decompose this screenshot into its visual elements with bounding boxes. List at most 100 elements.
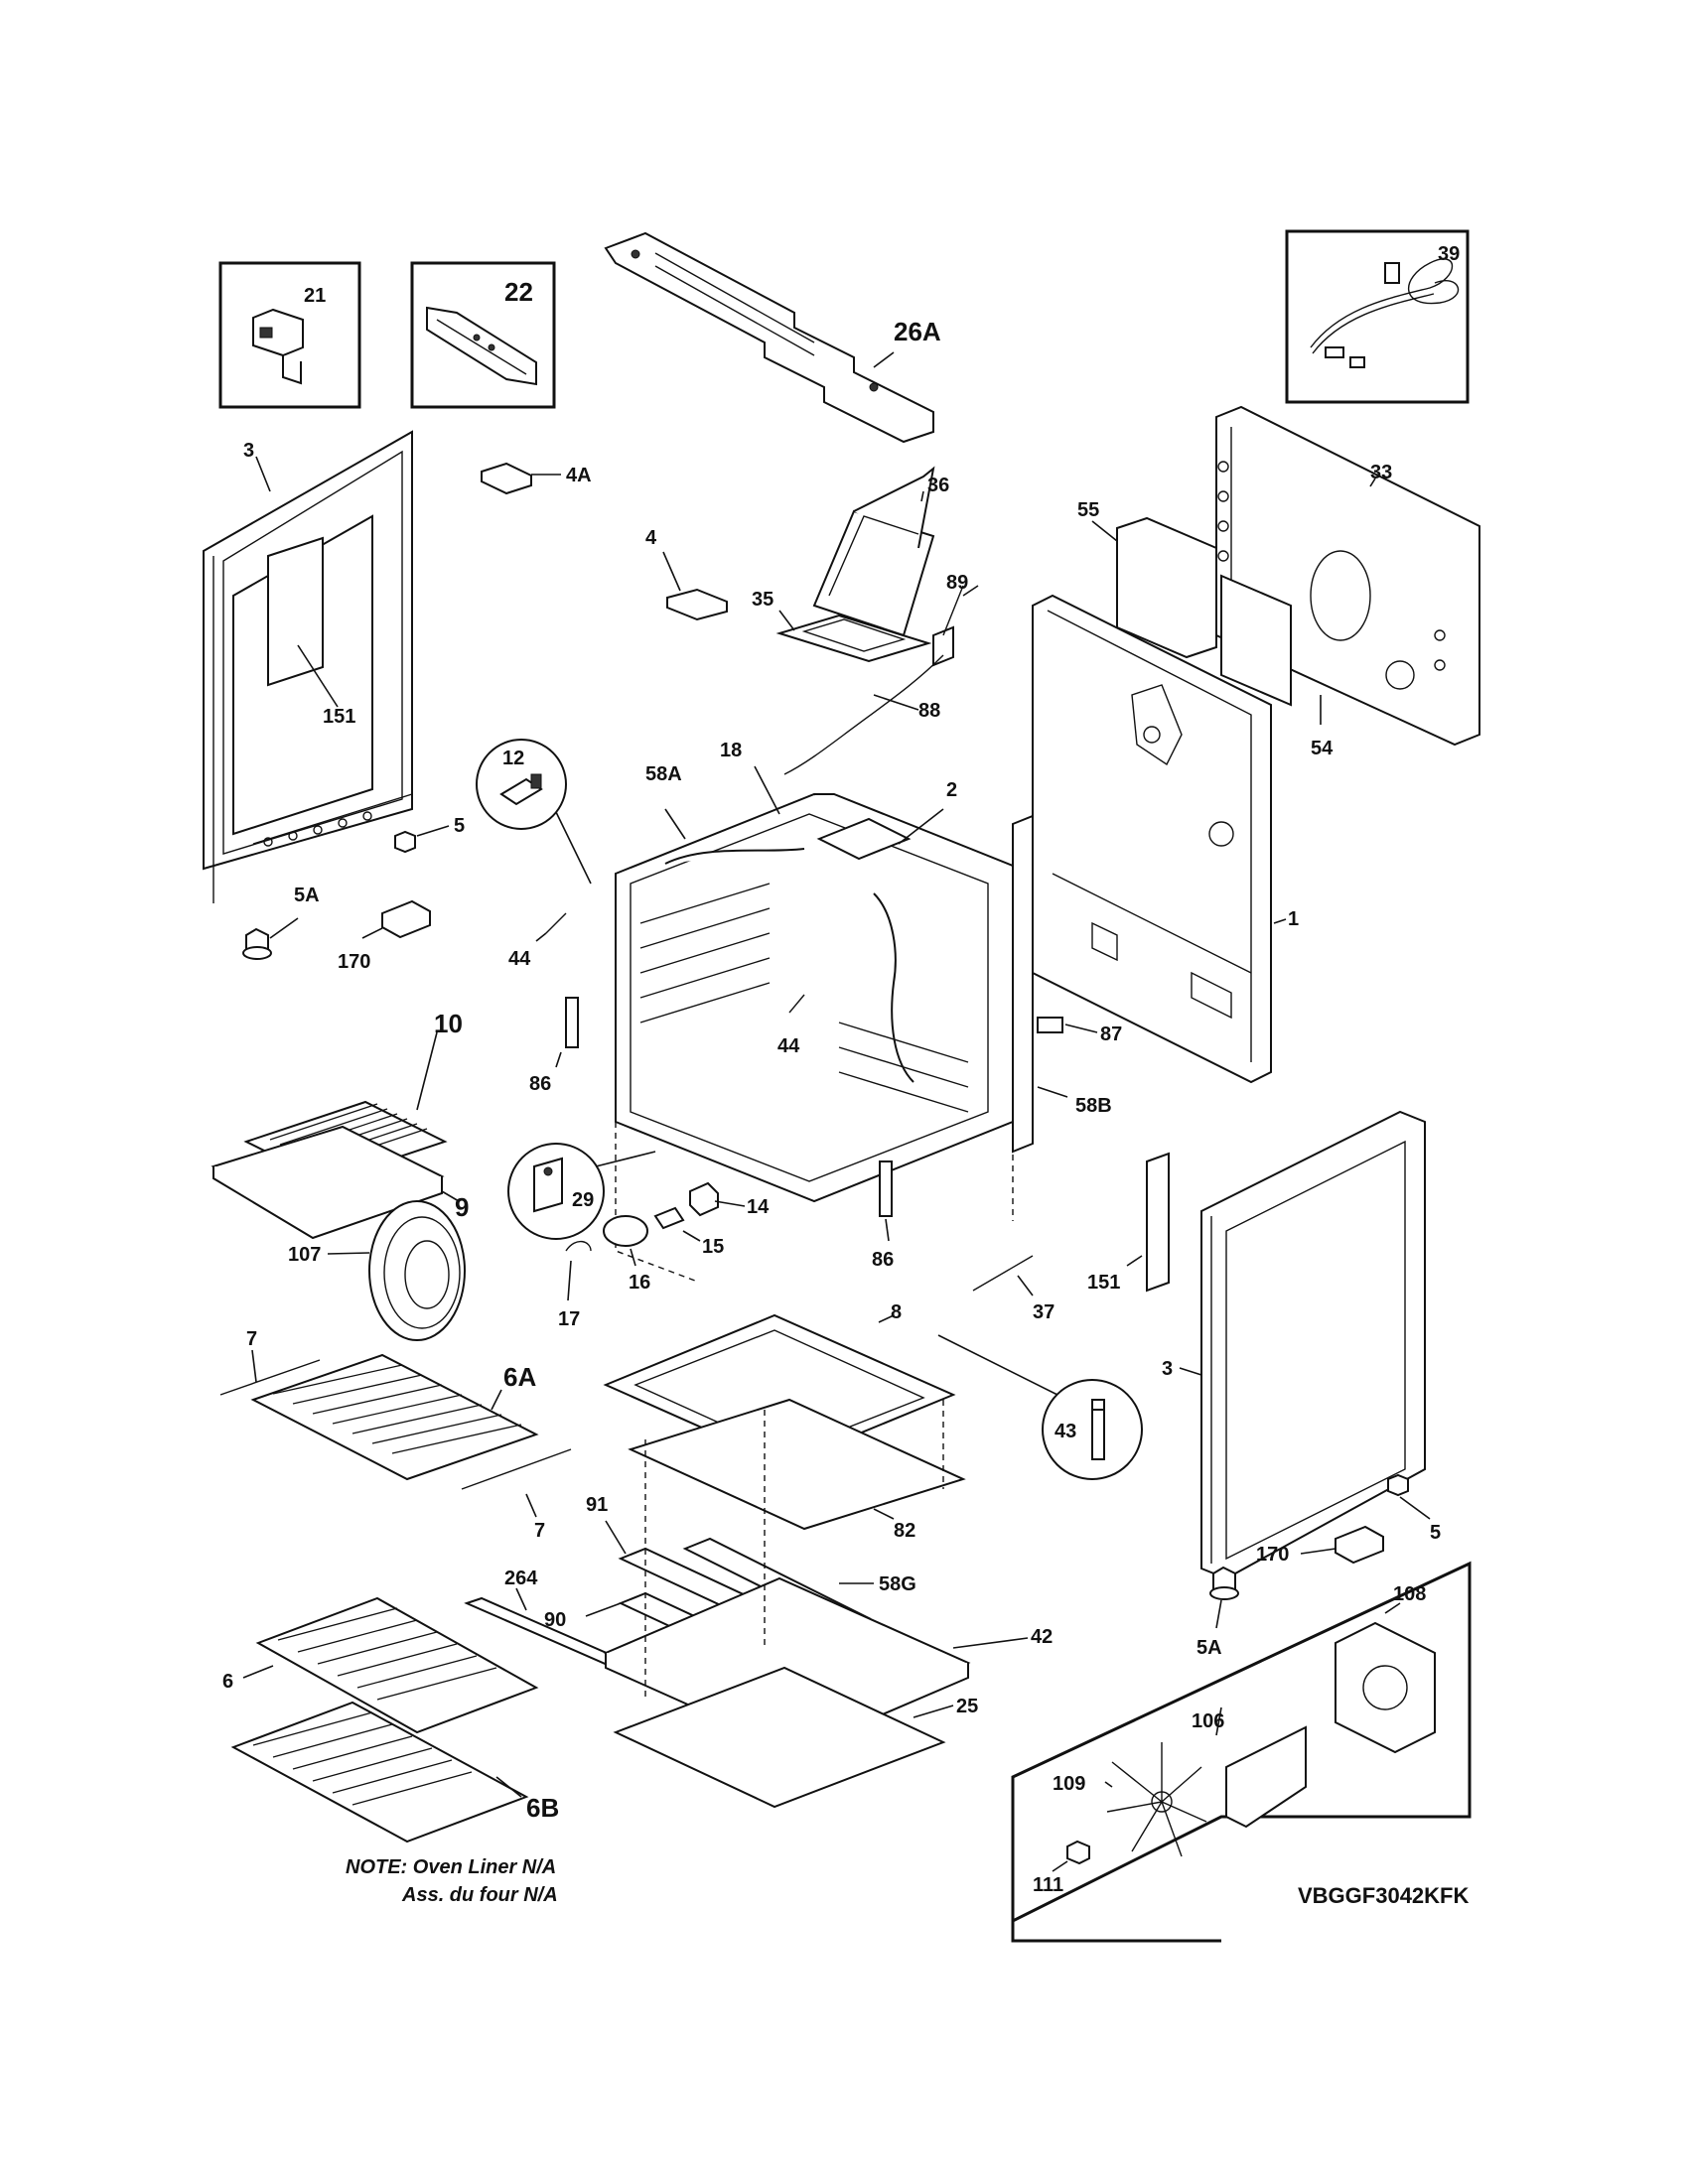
callout-106: 106 (1192, 1710, 1224, 1732)
part-17-clip: 17 (558, 1240, 592, 1330)
model-code: VBGGF3042KFK (1298, 1883, 1469, 1908)
rack-6B-wires (252, 1711, 473, 1806)
part-6-rack: 6 (222, 1596, 539, 1734)
callout-86-left: 86 (529, 1073, 551, 1095)
callout-170-left: 170 (338, 951, 370, 973)
note-line-1: NOTE: Oven Liner N/A (346, 1856, 556, 1878)
part-109-fan-blade: 109 (1053, 1742, 1207, 1857)
callout-42: 42 (1031, 1626, 1053, 1648)
part-44-screw-left: 44 (508, 912, 567, 970)
part-1-back-panel: 1 (1032, 594, 1299, 1084)
callout-37: 37 (1033, 1301, 1055, 1323)
callout-25: 25 (956, 1696, 978, 1717)
callout-4: 4 (645, 527, 657, 549)
callout-15: 15 (702, 1236, 724, 1258)
part-7-rack-support-top: 7 (219, 1328, 321, 1396)
part-54-cover: 54 (1220, 574, 1334, 759)
part-4-clip: 4 (645, 527, 728, 621)
callout-58B: 58B (1075, 1095, 1112, 1117)
part-6B-rack: 6B (230, 1701, 559, 1843)
part-88-wire: 88 (783, 654, 944, 775)
part-29-inset: 29 (507, 1143, 656, 1240)
part-25-bottom-cover: 25 (613, 1666, 978, 1809)
callout-87: 87 (1100, 1024, 1122, 1045)
callout-6: 6 (222, 1671, 233, 1693)
callout-6A: 6A (503, 1362, 536, 1392)
dashed-guide-lines (644, 1400, 944, 1698)
callout-39: 39 (1438, 243, 1460, 265)
part-14-socket: 14 (689, 1181, 770, 1218)
part-43-inset: 43 (937, 1334, 1143, 1480)
callout-1: 1 (1288, 908, 1299, 930)
panel-33-holes (1217, 461, 1446, 671)
part-87-connector: 87 (1037, 1017, 1122, 1045)
part-89-sensor: 89 (932, 572, 979, 667)
part-12-inset: 12 (476, 739, 592, 885)
callout-5-right: 5 (1430, 1522, 1441, 1544)
part-37-wire: 37 (972, 1255, 1055, 1323)
part-39-power-cord (1310, 258, 1460, 368)
inset-convection-fan: 108 106 109 111 (1011, 1561, 1472, 1943)
rack-6-wires (277, 1607, 497, 1701)
part-107-fan-cover: 107 (288, 1200, 466, 1341)
rack-6A-wires (272, 1364, 522, 1454)
callout-26A: 26A (894, 317, 941, 346)
part-22-bracket (426, 306, 537, 386)
note-line-2: Ass. du four N/A (401, 1884, 558, 1906)
callout-21: 21 (304, 285, 326, 307)
callout-109: 109 (1053, 1773, 1085, 1795)
panel-vent-holes (263, 811, 372, 847)
part-9-broil-pan: 9 (211, 1125, 469, 1240)
callout-36: 36 (927, 475, 949, 496)
part-5-screw-right: 5 (1387, 1473, 1441, 1544)
callout-43: 43 (1055, 1421, 1076, 1442)
part-55-shield: 55 (1077, 499, 1217, 659)
note-block: NOTE: Oven Liner N/A Ass. du four N/A (346, 1856, 558, 1906)
callout-44-mid: 44 (777, 1035, 800, 1057)
callout-18: 18 (720, 740, 742, 761)
part-26A-top-brace: 26A (604, 231, 941, 444)
callout-10: 10 (434, 1009, 463, 1038)
callout-29: 29 (572, 1189, 594, 1211)
part-6A-rack: 6A (250, 1353, 539, 1481)
callout-111: 111 (1033, 1874, 1063, 1896)
part-21-bracket (252, 308, 304, 385)
part-33-rear-panel: 33 (1215, 405, 1480, 747)
part-3-left-side-panel: 3 151 (203, 430, 413, 903)
callout-58G: 58G (879, 1573, 916, 1595)
callout-82: 82 (894, 1520, 915, 1542)
part-7-rack-support-bottom: 7 (461, 1448, 572, 1542)
part-264-strip: 264 (464, 1568, 643, 1675)
part-35-gasket: 35 (752, 589, 932, 663)
callout-4A: 4A (566, 465, 592, 486)
callout-2: 2 (946, 779, 957, 801)
part-5-screw-left: 5 (394, 815, 465, 854)
callout-44-left: 44 (508, 948, 531, 970)
callout-8: 8 (891, 1301, 902, 1323)
part-151-bracket-right: 151 (1087, 1152, 1170, 1294)
callout-6B: 6B (526, 1793, 559, 1823)
part-16-lens: 16 (603, 1215, 650, 1294)
callout-54: 54 (1311, 738, 1334, 759)
callout-108: 108 (1393, 1583, 1426, 1605)
part-5A-leveler-right: 5A (1196, 1566, 1239, 1659)
inset-box-39: 39 (1285, 229, 1470, 404)
callout-151-right: 151 (1087, 1272, 1120, 1294)
part-86-bracket-left: 86 (529, 997, 579, 1095)
part-36-vent-duct: 36 (812, 466, 949, 637)
part-5A-leveler-left: 5A (242, 885, 320, 961)
callout-12: 12 (502, 748, 524, 769)
part-111-nut: 111 (1033, 1840, 1090, 1896)
callout-86-right: 86 (872, 1249, 894, 1271)
callout-58A: 58A (645, 763, 682, 785)
callout-5A-left: 5A (294, 885, 320, 906)
callout-107: 107 (288, 1244, 321, 1266)
inset-box-21: 21 (218, 261, 361, 409)
callout-151-left: 151 (323, 706, 355, 728)
callout-88: 88 (918, 700, 940, 722)
part-170-bracket-left: 170 (338, 899, 431, 973)
callout-5A-right: 5A (1196, 1637, 1222, 1659)
callout-7-bottom: 7 (534, 1520, 545, 1542)
part-86-bracket-right: 86 (872, 1160, 894, 1271)
part-oven-cavity: 58A 18 2 58B (615, 740, 1112, 1282)
